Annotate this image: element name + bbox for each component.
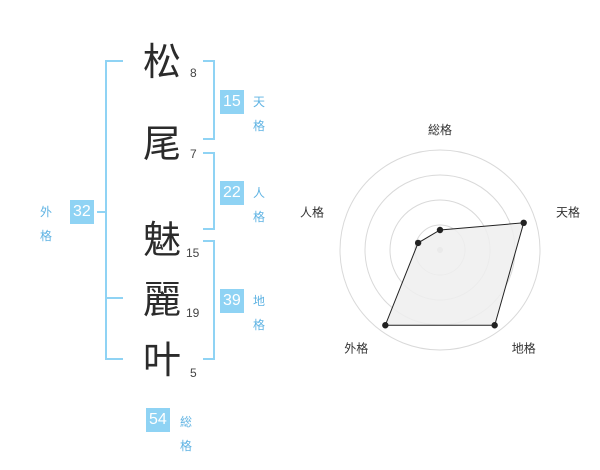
radar-axis-label-3: 地格 — [512, 341, 536, 356]
name-char-3: 魅 — [142, 218, 181, 262]
name-char-5: 叶 — [142, 338, 181, 382]
radar-axis-label-1: 総格 — [428, 122, 452, 137]
name-char-4: 麗 — [142, 278, 181, 322]
name-char-1: 松 — [142, 40, 181, 84]
stroke-count-1: 8 — [190, 66, 197, 80]
radar-point-3 — [491, 322, 498, 329]
radar-axis-label-2: 天格 — [556, 204, 580, 219]
chikaku-value: 39 — [220, 289, 244, 313]
soukaku-value: 54 — [146, 408, 170, 432]
chikaku-label: 地格 — [253, 294, 266, 332]
tenkaku-bracket — [203, 60, 215, 140]
chikaku-bracket — [203, 240, 215, 360]
jinkaku-bracket — [203, 152, 215, 230]
jinkaku-value: 22 — [220, 181, 244, 205]
tenkaku-value: 15 — [220, 90, 244, 114]
stroke-count-4: 19 — [186, 306, 200, 320]
radar-axis-label-5: 人格 — [300, 204, 324, 219]
radar-point-1 — [436, 226, 444, 234]
radar-axis-label-4: 外格 — [344, 341, 368, 356]
radar-area — [384, 222, 525, 326]
stroke-count-3: 15 — [186, 246, 200, 260]
radar-ring — [339, 149, 541, 351]
radar-point-2 — [520, 219, 527, 227]
radar-points — [382, 219, 527, 329]
gaikaku-label: 外格 — [40, 205, 53, 243]
soukaku-label: 総格 — [180, 415, 193, 453]
tenkaku-label: 天格 — [253, 95, 266, 133]
jinkaku-label: 人格 — [253, 186, 266, 224]
gaikaku-value: 32 — [70, 200, 94, 224]
radar-point-5 — [414, 239, 422, 247]
name-char-2: 尾 — [142, 122, 181, 166]
stroke-count-5: 5 — [190, 366, 197, 380]
radar-point-4 — [382, 322, 389, 329]
gaikaku-bracket-divider — [105, 297, 123, 299]
gaikaku-bracket — [105, 60, 123, 360]
gaikaku-bracket-connector — [97, 211, 107, 213]
stroke-count-2: 7 — [190, 147, 197, 161]
